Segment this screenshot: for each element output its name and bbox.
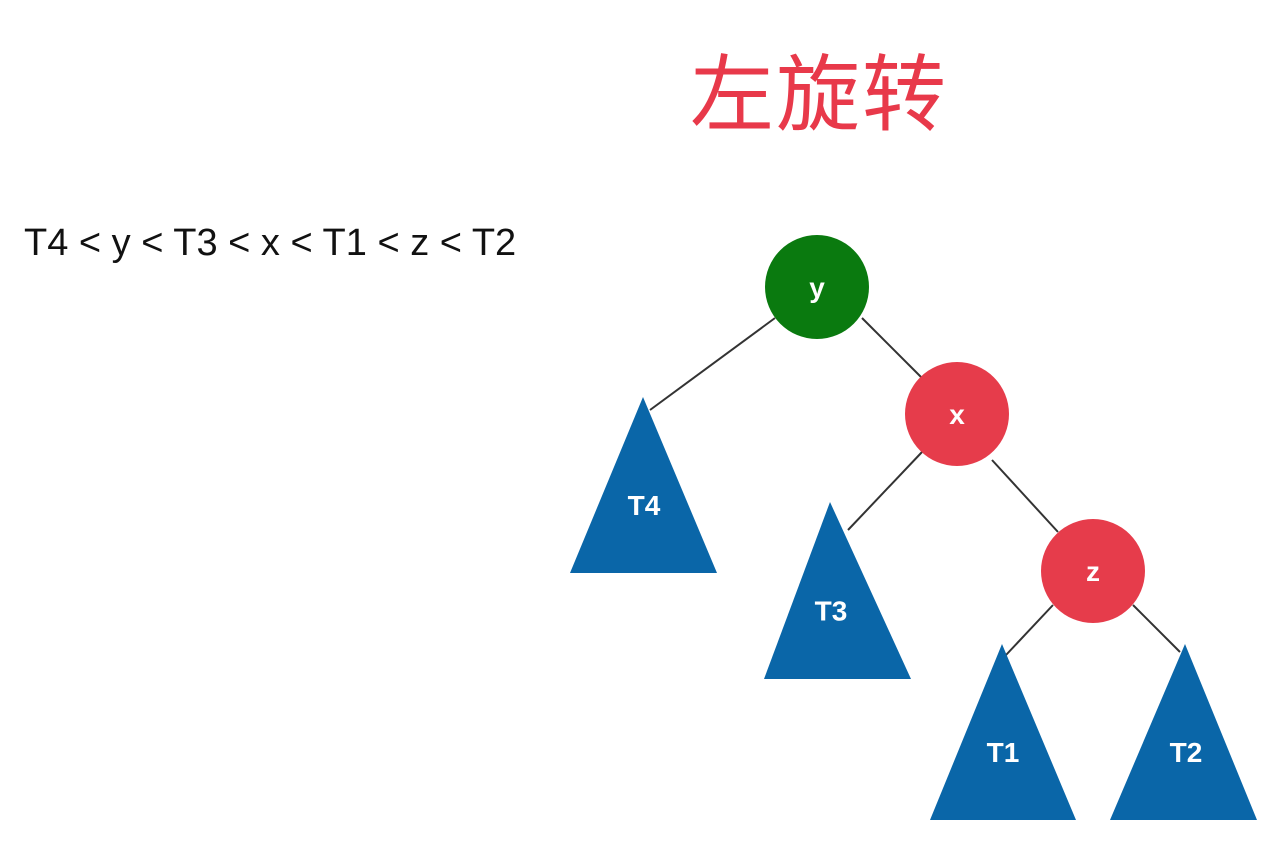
subtree-T1: T1	[930, 644, 1076, 820]
edge-y-x	[861, 317, 923, 379]
node-circle	[765, 235, 869, 339]
node-label: T3	[815, 596, 848, 627]
edge-z-T1	[1005, 604, 1054, 656]
subtree-triangle	[1110, 644, 1257, 820]
node-label: T4	[628, 490, 661, 521]
subtree-T3: T3	[764, 502, 911, 679]
node-label: x	[949, 399, 965, 430]
ordering-formula: T4 < y < T3 < x < T1 < z < T2	[24, 222, 517, 264]
node-circle	[1041, 519, 1145, 623]
node-label: z	[1086, 556, 1100, 587]
subtree-triangle	[570, 397, 717, 573]
node-z: z	[1041, 519, 1145, 623]
edge-y-T4	[649, 317, 776, 411]
subtree-T2: T2	[1110, 644, 1257, 820]
node-x: x	[905, 362, 1009, 466]
edge-x-T3	[847, 451, 923, 531]
node-y: y	[765, 235, 869, 339]
subtree-triangle	[764, 502, 911, 679]
subtree-T4: T4	[570, 397, 717, 573]
node-label: y	[809, 272, 825, 303]
node-circle	[905, 362, 1009, 466]
edge-x-z	[991, 459, 1059, 533]
diagram-title: 左旋转	[690, 46, 949, 144]
node-label: T1	[987, 737, 1020, 768]
edge-z-T2	[1132, 604, 1181, 653]
subtree-triangle	[930, 644, 1076, 820]
node-label: T2	[1170, 737, 1203, 768]
